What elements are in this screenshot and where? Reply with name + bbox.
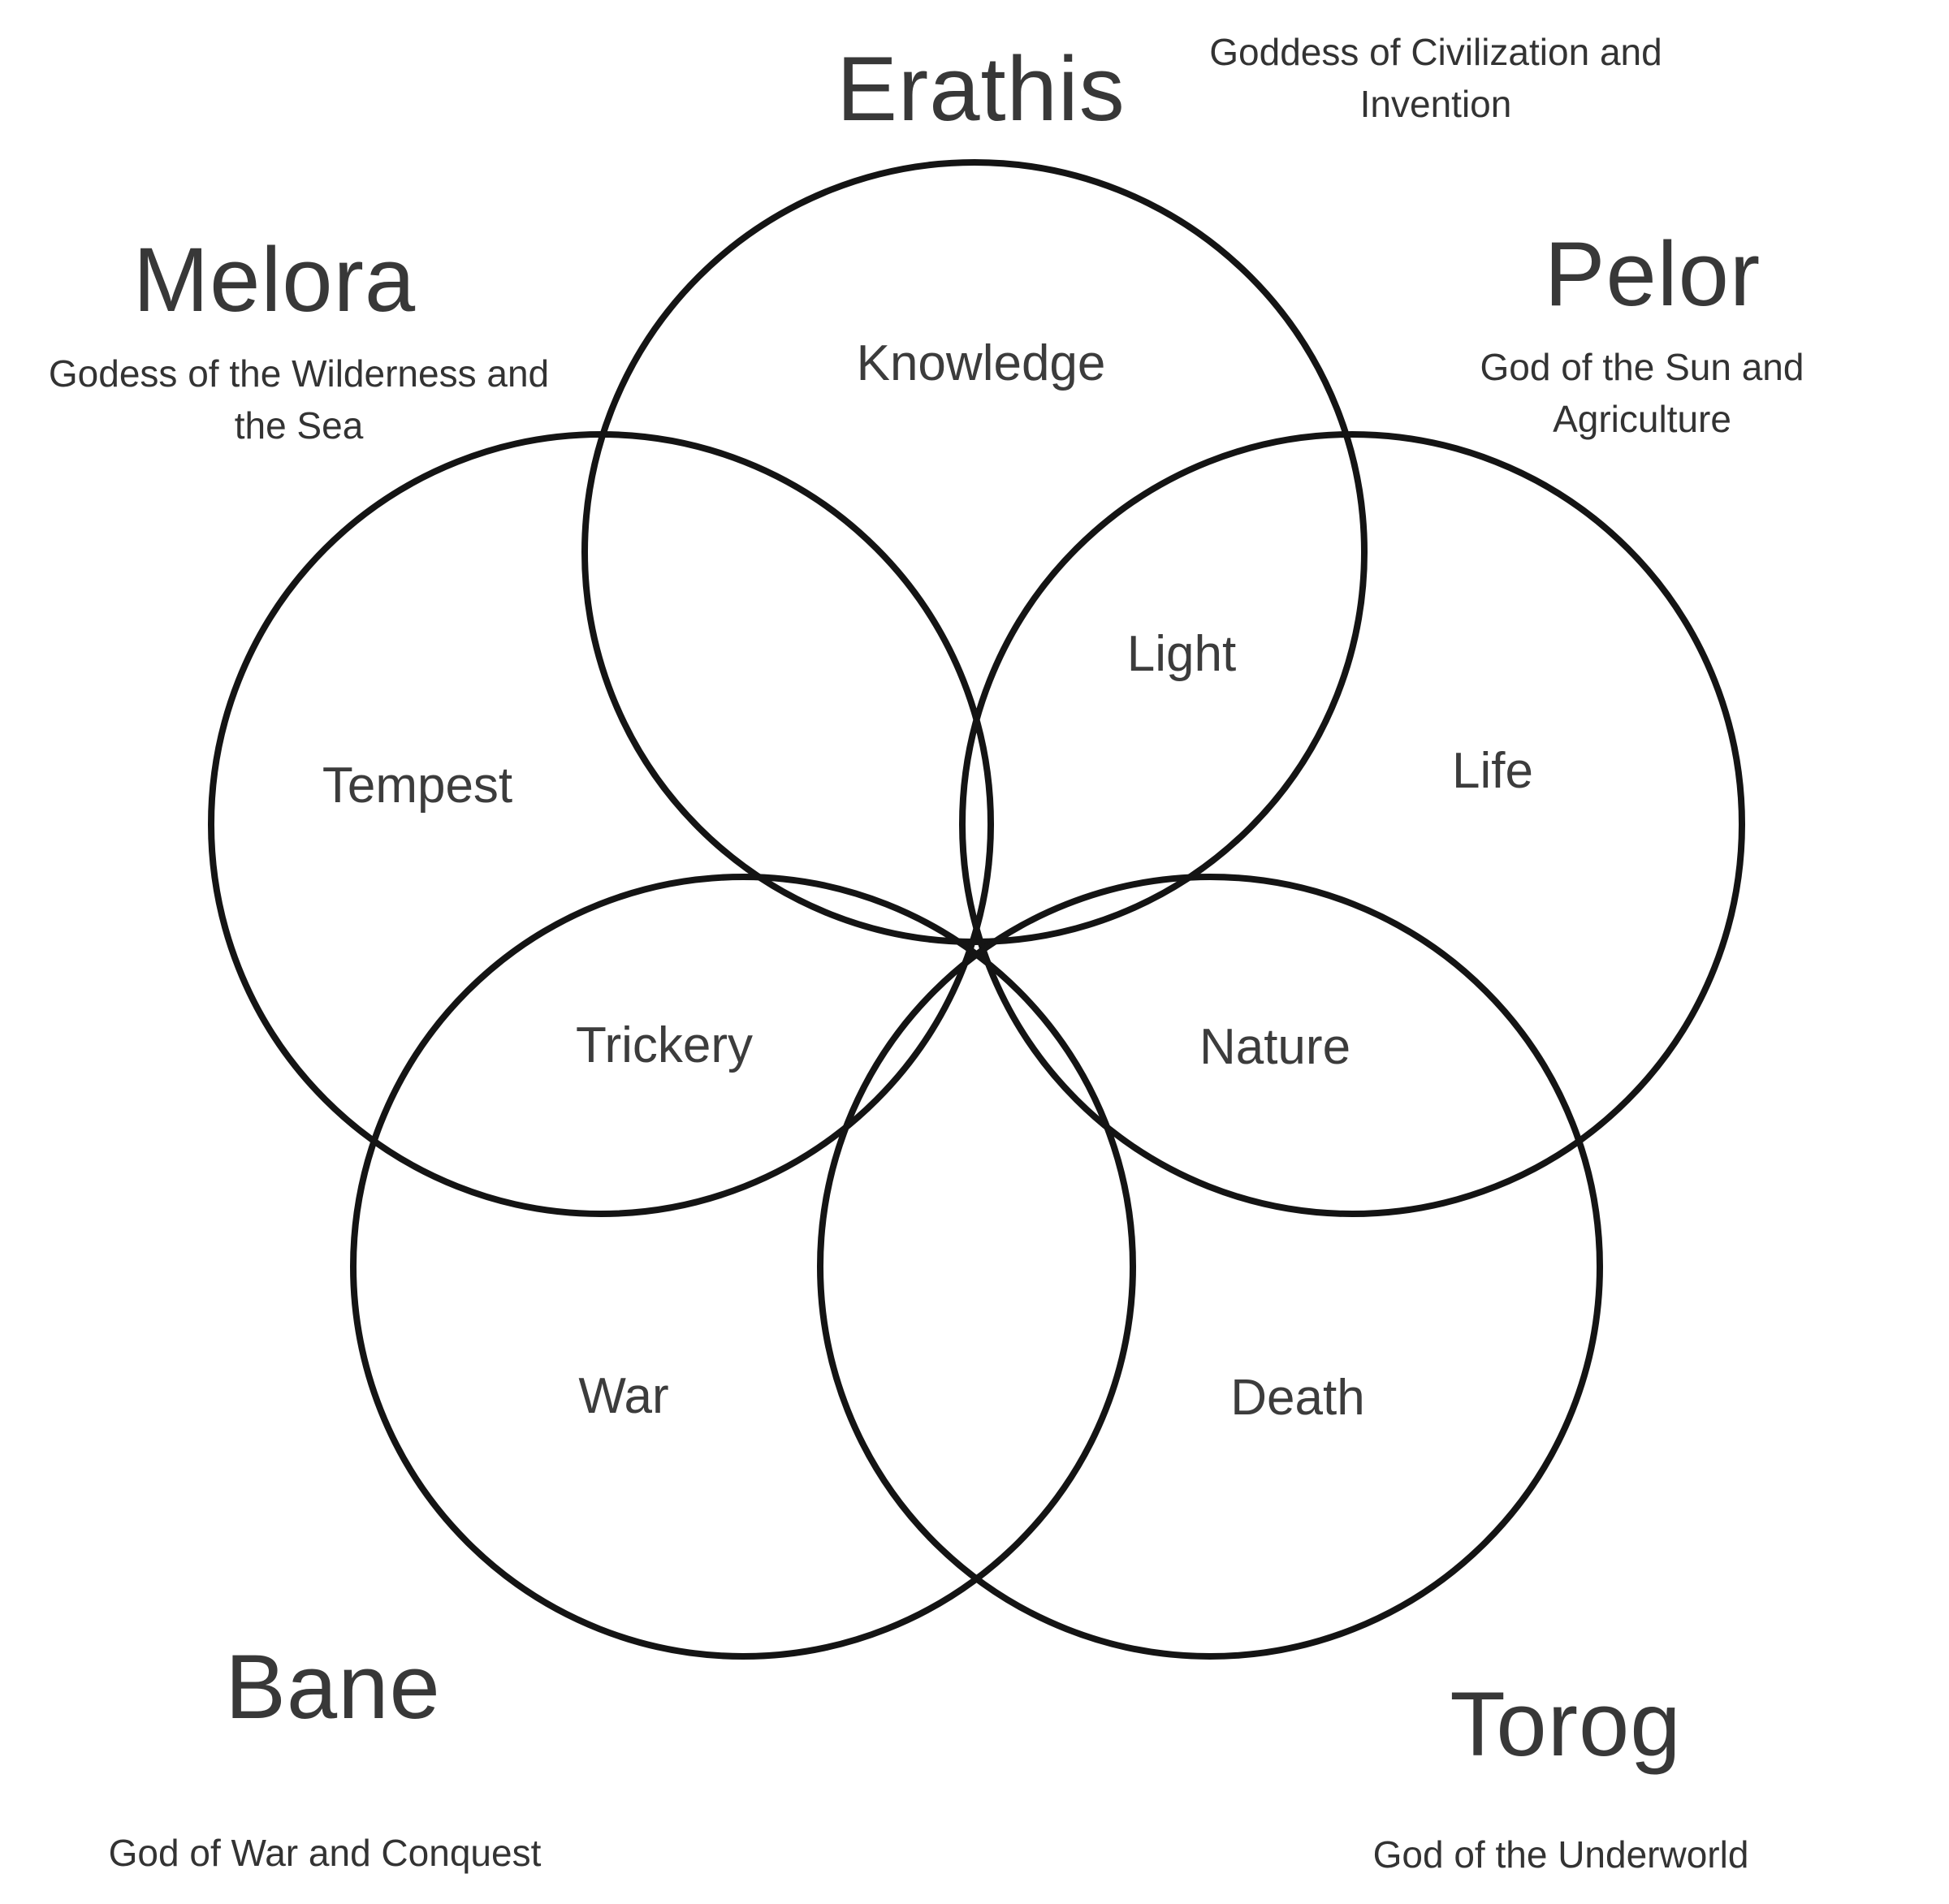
god-name-melora: Melora xyxy=(132,229,417,330)
god-subtitle-pelor: God of the Sun and Agriculture xyxy=(1480,346,1804,441)
god-subtitle-bane: God of War and Conquest xyxy=(108,1832,542,1874)
god-name-bane: Bane xyxy=(225,1636,441,1738)
domain-label-death: Death xyxy=(1230,1370,1365,1426)
god-name-erathis: Erathis xyxy=(836,38,1126,140)
god-subtitle-torog: God of the Underworld xyxy=(1372,1833,1749,1876)
domain-label-light: Light xyxy=(1126,626,1237,682)
god-subtitle-melora: Godess of the Wilderness and the Sea xyxy=(48,352,550,447)
circle-bane xyxy=(350,874,1136,1660)
circle-torog xyxy=(817,874,1603,1660)
circle-erathis xyxy=(581,159,1368,945)
god-subtitle-erathis: Goddess of Civilization and Invention xyxy=(1209,31,1662,126)
god-name-pelor: Pelor xyxy=(1544,223,1761,325)
domain-label-nature: Nature xyxy=(1199,1019,1351,1075)
god-name-torog: Torog xyxy=(1450,1673,1682,1775)
circle-melora xyxy=(208,431,994,1217)
domain-label-war: War xyxy=(578,1368,669,1424)
domain-label-knowledge: Knowledge xyxy=(856,335,1106,391)
domain-label-tempest: Tempest xyxy=(322,758,513,814)
circle-pelor xyxy=(959,431,1745,1217)
domain-label-trickery: Trickery xyxy=(575,1017,754,1073)
domain-label-life: Life xyxy=(1452,743,1533,799)
